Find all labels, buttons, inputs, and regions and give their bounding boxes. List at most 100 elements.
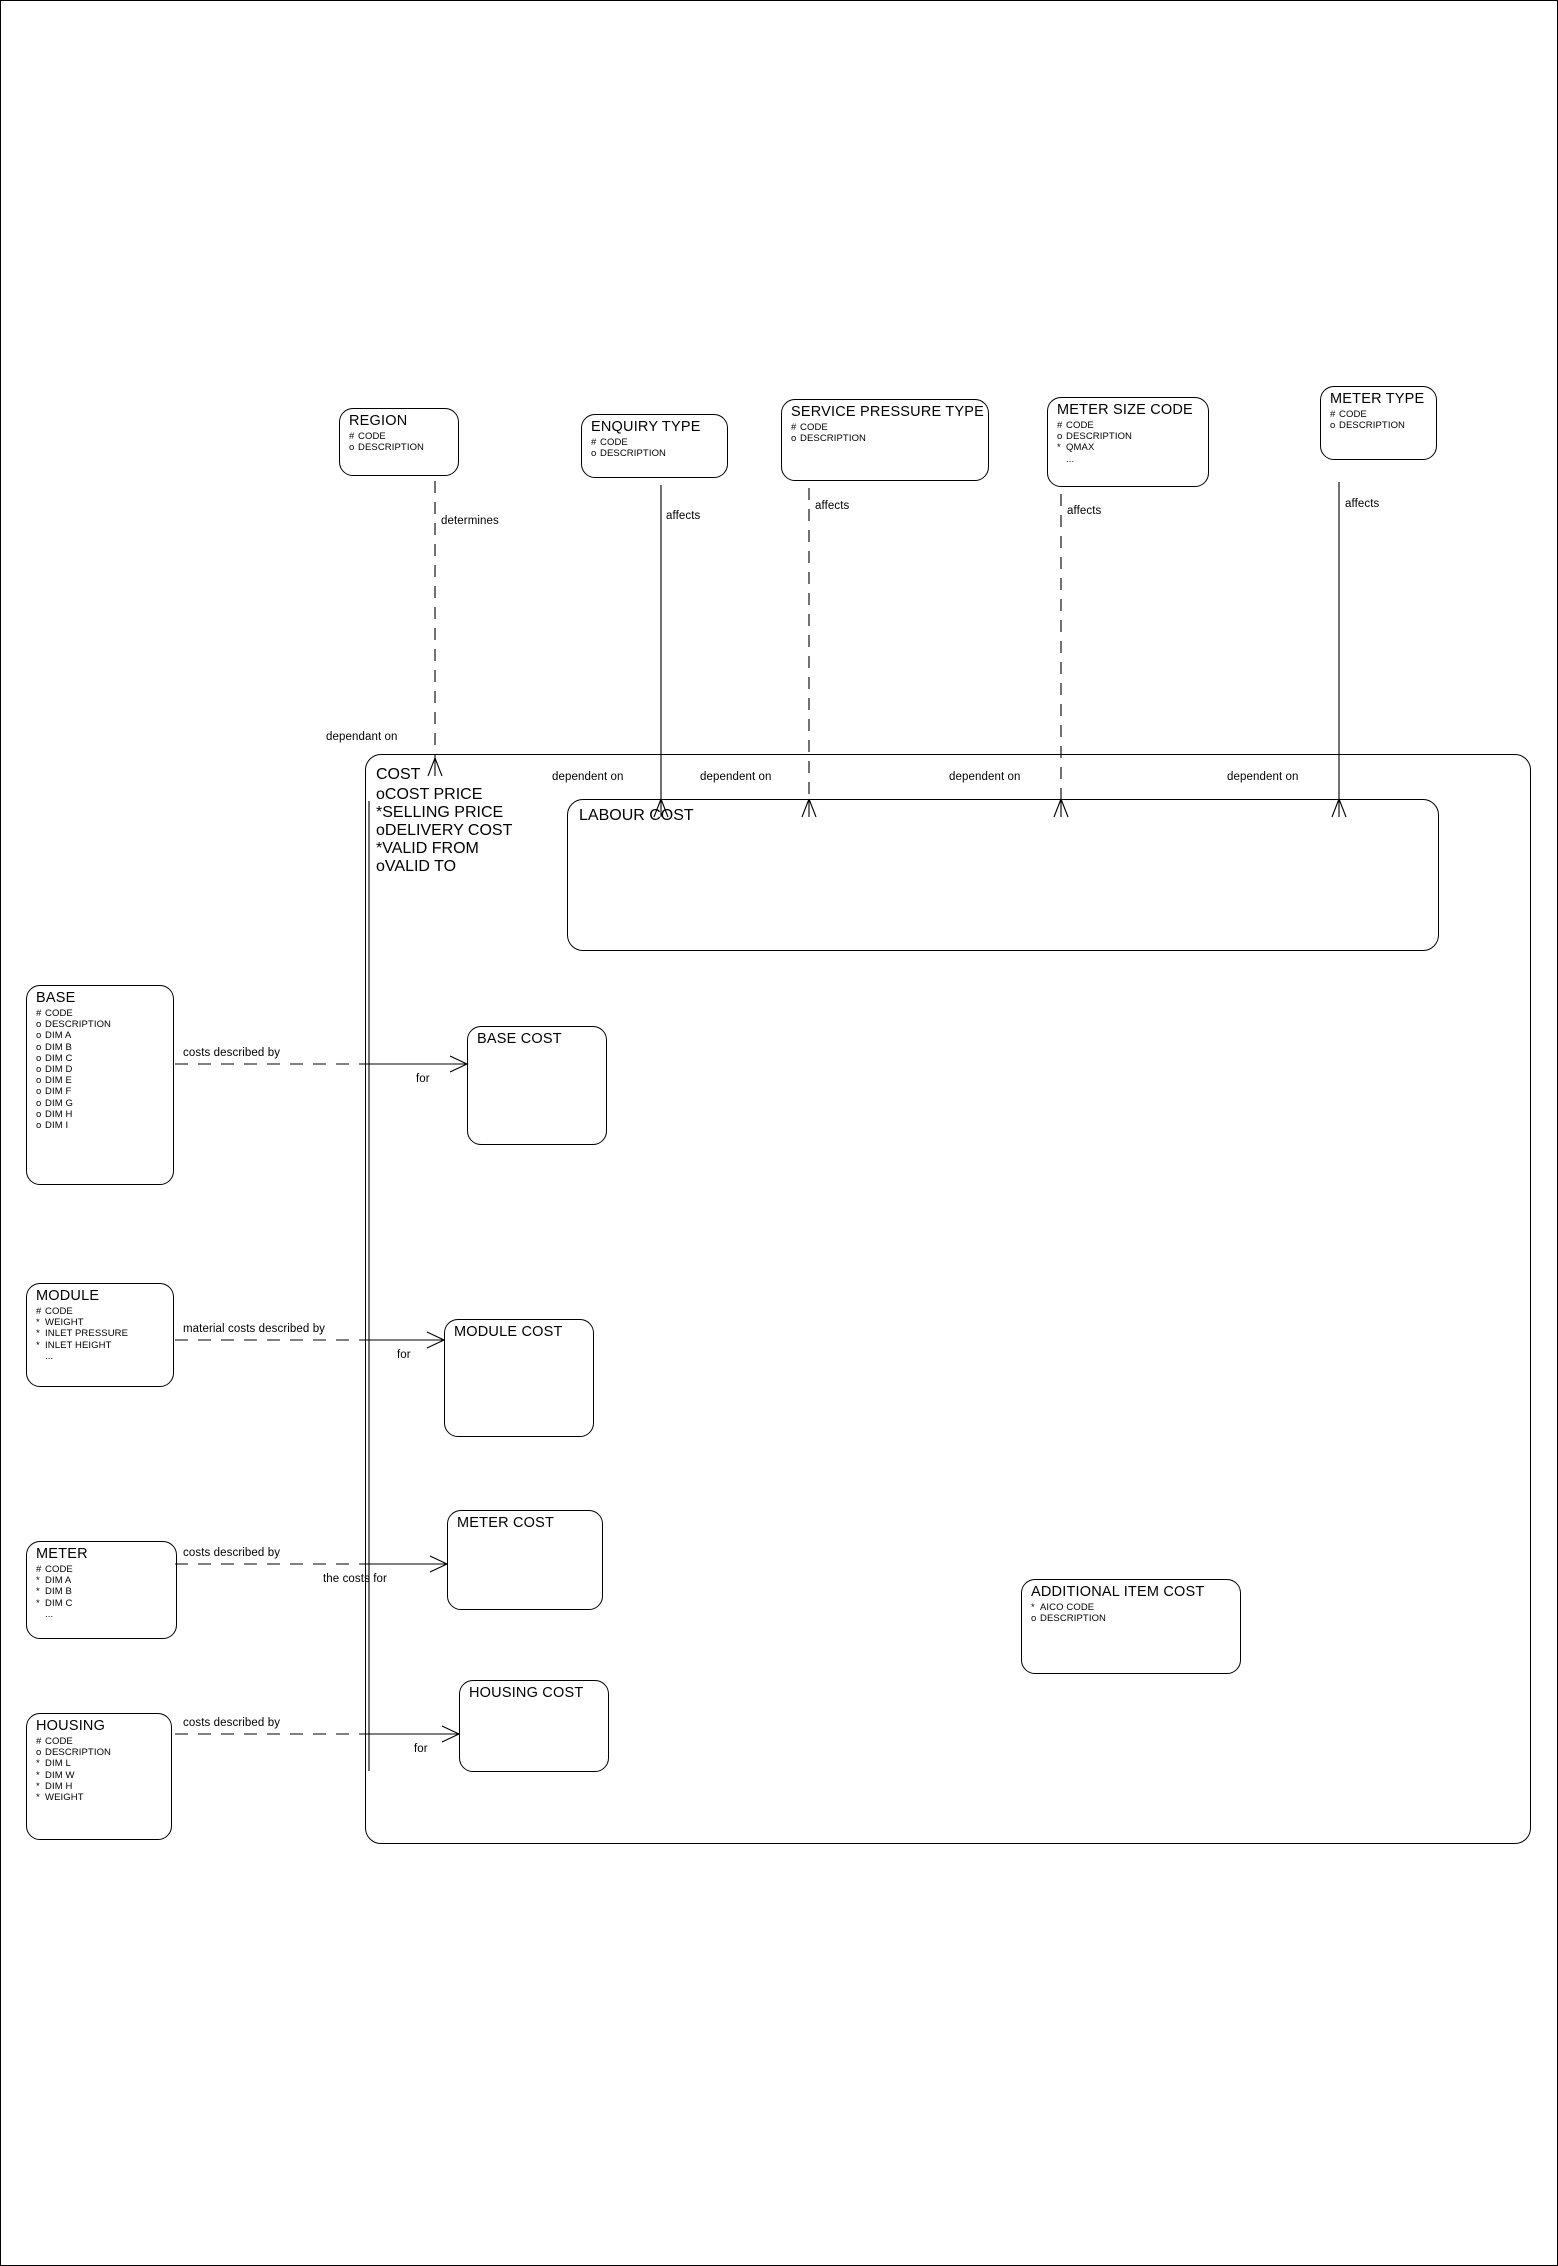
attribute-label: AICO CODE (1040, 1602, 1095, 1613)
attribute-label: DIM D (45, 1064, 73, 1076)
attribute-marker: # (1330, 409, 1336, 420)
attribute-label: DIM G (45, 1097, 73, 1109)
entity-title: MODULE (36, 1288, 100, 1304)
attribute-marker: # (36, 1306, 42, 1317)
entity-title: REGION (349, 413, 408, 429)
rel-label-meter-cost-the-costs-for: the costs for (323, 1573, 387, 1585)
attribute-marker: * (36, 1758, 40, 1770)
attribute-marker: # (36, 1008, 42, 1019)
attribute-row: ... (1057, 454, 1208, 465)
attribute-marker: o (36, 1097, 42, 1109)
attribute-marker: * (36, 1769, 40, 1781)
attribute-label: DIM A (45, 1030, 72, 1042)
attribute-row: #CODE (36, 1306, 173, 1317)
entity-housing-cost[interactable]: HOUSING COST (459, 1680, 609, 1772)
attribute-row: oVALID TO (376, 858, 512, 876)
attribute-label: SELLING PRICE (382, 804, 504, 821)
attribute-label: DIM B (45, 1586, 72, 1598)
entity-module-cost[interactable]: MODULE COST (444, 1319, 594, 1437)
entity-cost-text-block: COST oCOST PRICE *SELLING PRICE oDELIVER… (376, 766, 512, 876)
attribute-marker: o (591, 448, 597, 460)
entity-title: METER SIZE CODE (1057, 402, 1193, 418)
rel-label-dependent-on-metertype: dependent on (1227, 771, 1299, 783)
attribute-marker: # (1057, 420, 1063, 431)
attribute-label: DIM C (45, 1052, 73, 1064)
attribute-marker: * (36, 1328, 40, 1340)
attribute-marker: o (1330, 420, 1336, 432)
rel-label-meter-costs-described-by: costs described by (183, 1547, 281, 1559)
attribute-label: CODE (1339, 409, 1367, 420)
attribute-label: ... (1066, 453, 1075, 465)
attribute-marker: o (36, 1108, 42, 1120)
attribute-marker: * (1057, 442, 1061, 454)
rel-label-dependent-on-service: dependent on (700, 771, 772, 783)
attribute-marker: # (36, 1736, 42, 1747)
attribute-label: DESCRIPTION (45, 1019, 112, 1031)
attribute-row: *WEIGHT (36, 1792, 171, 1803)
attribute-marker: o (36, 1086, 42, 1098)
rel-label-dependent-on-metersize: dependent on (949, 771, 1021, 783)
attribute-marker: * (36, 1597, 40, 1609)
entity-module[interactable]: MODULE #CODE *WEIGHT *INLET PRESSURE *IN… (26, 1283, 174, 1387)
attribute-marker: * (36, 1586, 40, 1598)
rel-label-base-cost-for: for (416, 1073, 430, 1085)
attribute-list: #CODE *DIM A *DIM B *DIM C ... (27, 1564, 176, 1620)
attribute-label: QMAX (1066, 442, 1095, 454)
entity-cost-container[interactable] (365, 754, 1531, 1844)
entity-title: METER (36, 1546, 88, 1562)
attribute-marker: * (376, 804, 383, 821)
rel-label-module-cost-for: for (397, 1349, 411, 1361)
attribute-label: DIM H (45, 1780, 73, 1792)
attribute-label: CODE (45, 1306, 73, 1317)
attribute-label: DESCRIPTION (45, 1747, 112, 1759)
attribute-marker: o (36, 1747, 42, 1759)
entity-labour-cost[interactable]: LABOUR COST (567, 799, 1439, 951)
attribute-marker: o (376, 822, 385, 839)
attribute-row: #CODE (36, 1008, 173, 1019)
attribute-label: DESCRIPTION (358, 442, 425, 454)
attribute-label: DIM B (45, 1041, 72, 1053)
entity-title: METER COST (457, 1515, 555, 1531)
attribute-label: DESCRIPTION (1066, 431, 1133, 443)
attribute-label: VALID TO (384, 858, 457, 875)
attribute-label: CODE (45, 1564, 73, 1575)
attribute-label: DESCRIPTION (600, 448, 667, 460)
entity-title: HOUSING COST (469, 1685, 584, 1701)
attribute-row: * DIM B (36, 1586, 176, 1597)
attribute-marker: o (36, 1030, 42, 1042)
entity-title: BASE (36, 990, 76, 1006)
attribute-label: DELIVERY COST (384, 822, 513, 839)
rel-label-metertype-affects: affects (1345, 498, 1380, 510)
entity-base-cost[interactable]: BASE COST (467, 1026, 607, 1145)
attribute-label: VALID FROM (382, 840, 479, 857)
attribute-list: #CODE *WEIGHT *INLET PRESSURE *INLET HEI… (27, 1306, 173, 1362)
entity-meter[interactable]: METER #CODE *DIM A *DIM B *DIM C ... (26, 1541, 177, 1639)
attribute-marker: # (36, 1564, 42, 1575)
attribute-marker: o (376, 786, 385, 803)
attribute-label: DIM E (45, 1075, 72, 1087)
attribute-label: ... (45, 1350, 54, 1362)
attribute-marker: * (36, 1317, 40, 1329)
entity-meter-cost[interactable]: METER COST (447, 1510, 603, 1610)
attribute-row: ... (36, 1609, 176, 1620)
